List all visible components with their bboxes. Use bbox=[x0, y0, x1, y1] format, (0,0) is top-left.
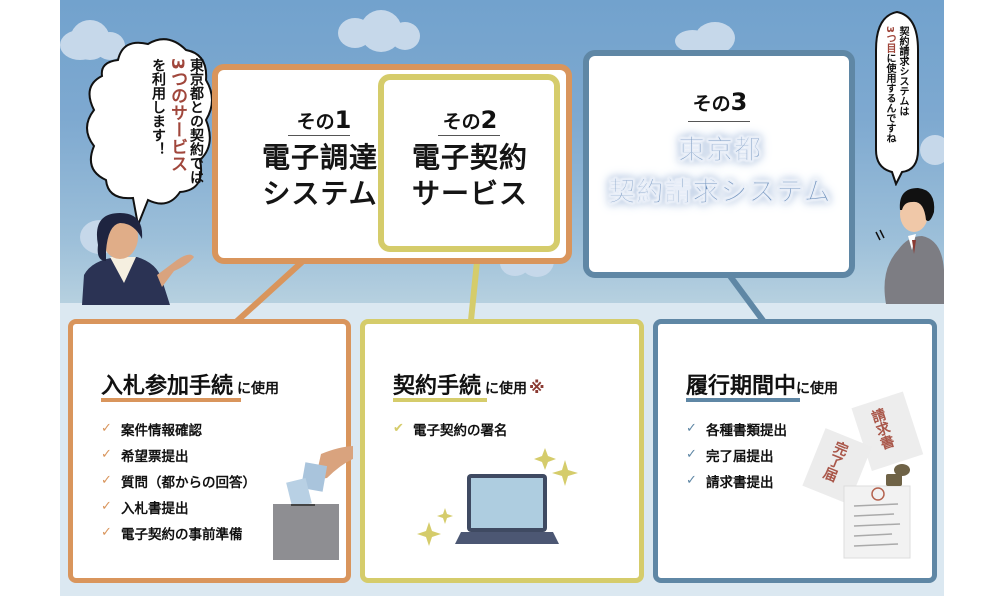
card-heading-main: 契約手続 bbox=[393, 374, 482, 399]
card-heading-suffix: に使用 bbox=[237, 381, 280, 397]
heading-underline bbox=[393, 398, 487, 402]
service-label-text: その bbox=[296, 111, 335, 133]
usage-card-bidding: 入札参加手続に使用 ✓ 案件情報確認 ✓ 希望票提出 ✓ 質問（都からの回答） ✓ 入札… bbox=[68, 319, 353, 583]
speech-bubble-left bbox=[86, 38, 213, 229]
documents-stamp-icon bbox=[802, 391, 924, 559]
card-heading-suffix: に使用 bbox=[485, 381, 528, 397]
card-heading-main: 履行期間中 bbox=[686, 374, 797, 399]
card-heading-suffix: に使用 bbox=[796, 381, 839, 397]
check-icon: ✓ bbox=[686, 447, 697, 462]
speech-highlight: 3つのサービス bbox=[167, 58, 187, 172]
footnote-mark: ※ bbox=[529, 378, 545, 397]
service1-title: 電子調達 システム bbox=[240, 140, 400, 212]
card-heading-main: 入札参加手続 bbox=[101, 374, 234, 399]
presenter-woman-illustration bbox=[82, 213, 194, 305]
divider bbox=[288, 135, 350, 136]
list-item: ✓ 電子契約の事前準備 bbox=[101, 520, 256, 546]
check-icon: ✓ bbox=[101, 447, 112, 462]
usage-card-performance: 履行期間中に使用 ✓各種書類提出 ✓完了届提出 ✓請求書提出 請求 bbox=[653, 319, 937, 583]
speech-text-right: 契約請求システムは 3つ目に使用するんですね bbox=[883, 26, 909, 166]
service-label-text: その bbox=[692, 93, 731, 115]
list-item-text: 電子契約の事前準備 bbox=[121, 527, 243, 543]
checklist: ✓ 案件情報確認 ✓ 希望票提出 ✓ 質問（都からの回答） ✓ 入札書提出 ✓ 電子契約の… bbox=[101, 416, 256, 546]
service-panel-2 bbox=[378, 74, 560, 252]
card-heading: 入札参加手続に使用 bbox=[101, 368, 279, 400]
list-item: ✓ 完了届提出 bbox=[686, 442, 787, 468]
check-icon: ✓ bbox=[101, 421, 112, 436]
service2-title: 電子契約 サービス bbox=[390, 140, 550, 212]
man-thinking-illustration bbox=[875, 188, 944, 304]
service-title-line: システム bbox=[262, 177, 378, 210]
speech-line: 契約請求システムは bbox=[897, 26, 908, 116]
service-title-line: 契約請求システム bbox=[608, 177, 832, 209]
ballot-box-icon bbox=[273, 446, 353, 560]
list-item-text: 案件情報確認 bbox=[121, 423, 202, 439]
service3-label: その3 bbox=[680, 88, 760, 116]
list-item-text: 質問（都からの回答） bbox=[121, 475, 256, 491]
list-item-text: 希望票提出 bbox=[121, 449, 189, 465]
service-title-line: サービス bbox=[411, 177, 528, 210]
list-item: ✓ 請求書提出 bbox=[686, 468, 787, 494]
heading-underline bbox=[686, 398, 800, 402]
list-item: ✓ 各種書類提出 bbox=[686, 416, 787, 442]
check-icon: ✓ bbox=[686, 421, 697, 436]
speech-line: 東京都との契約では bbox=[188, 58, 204, 184]
list-item: ✓ 希望票提出 bbox=[101, 442, 256, 468]
service-number: 3 bbox=[730, 88, 748, 116]
speech-text-left: 東京都との契約では 3つのサービス を利用します！ bbox=[148, 58, 205, 218]
list-item: ✔ 電子契約の署名 bbox=[393, 416, 508, 442]
checklist: ✓ 各種書類提出 ✓ 完了届提出 ✓ 請求書提出 bbox=[686, 416, 787, 494]
service2-label: その2 bbox=[430, 106, 510, 134]
service-title-line: 電子契約 bbox=[411, 141, 528, 174]
list-item-text: 請求書提出 bbox=[706, 475, 774, 491]
divider bbox=[438, 135, 500, 136]
check-icon: ✓ bbox=[101, 499, 112, 514]
speech-highlight: 3つ目 bbox=[884, 26, 895, 53]
speech-line: に使用するんですね bbox=[884, 52, 895, 143]
sparkle-icon bbox=[417, 448, 578, 546]
list-item-text: 完了届提出 bbox=[706, 449, 774, 465]
service-panel-3 bbox=[583, 50, 855, 278]
service3-title: 東京都 契約請求システム bbox=[600, 130, 840, 214]
service-number: 2 bbox=[480, 106, 498, 134]
check-icon: ✓ bbox=[101, 525, 112, 540]
speech-line: を利用します！ bbox=[150, 58, 166, 156]
speech-bubble-right bbox=[875, 10, 919, 186]
list-item: ✓ 質問（都からの回答） bbox=[101, 468, 256, 494]
service-title-line: 電子調達 bbox=[261, 141, 378, 174]
check-icon: ✔ bbox=[393, 421, 404, 436]
divider bbox=[688, 121, 750, 122]
card-heading: 履行期間中に使用 bbox=[686, 368, 838, 400]
service1-label: その1 bbox=[284, 106, 364, 134]
service-title-line: 東京都 bbox=[678, 135, 762, 167]
list-item-text: 各種書類提出 bbox=[706, 423, 787, 439]
infographic-canvas: 東京都との契約では 3つのサービス を利用します！ 契約請求システムは 3つ目に… bbox=[60, 0, 944, 596]
list-item-text: 入札書提出 bbox=[121, 501, 189, 517]
service-number: 1 bbox=[334, 106, 352, 134]
check-icon: ✓ bbox=[686, 473, 697, 488]
card-heading: 契約手続に使用※ bbox=[393, 368, 545, 400]
check-icon: ✓ bbox=[101, 473, 112, 488]
laptop-icon bbox=[417, 448, 578, 546]
usage-card-contract: 契約手続に使用※ ✔ 電子契約の署名 bbox=[360, 319, 644, 583]
checklist: ✔ 電子契約の署名 bbox=[393, 416, 508, 442]
service-label-text: その bbox=[442, 111, 481, 133]
list-item: ✓ 案件情報確認 bbox=[101, 416, 256, 442]
list-item: ✓ 入札書提出 bbox=[101, 494, 256, 520]
heading-underline bbox=[101, 398, 241, 402]
list-item-text: 電子契約の署名 bbox=[413, 423, 508, 439]
